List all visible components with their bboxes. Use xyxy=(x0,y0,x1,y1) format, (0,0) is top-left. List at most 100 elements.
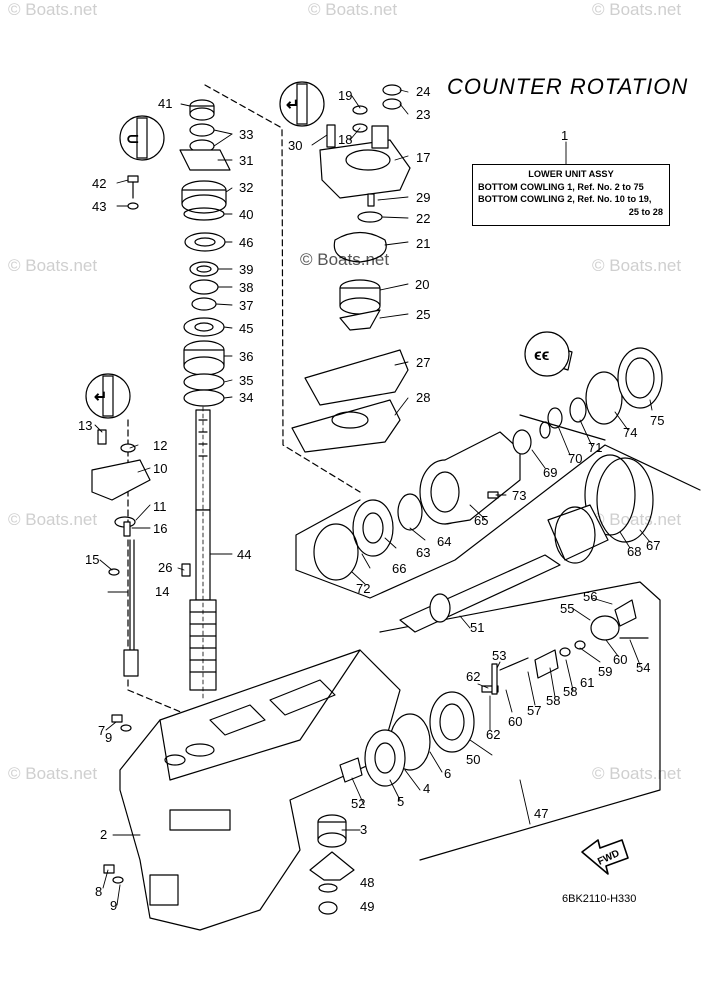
detail-insets xyxy=(85,81,570,419)
watermark: © Boats.net xyxy=(8,0,98,19)
callouts: 1 2 3 4 5 6 7 8 9 9 10 11 12 13 14 15 16… xyxy=(78,84,664,914)
callout-9: 9 xyxy=(110,898,117,913)
callout-51: 51 xyxy=(470,620,484,635)
callout-32: 32 xyxy=(239,180,253,195)
sealant-symbol-inset: ⊂ xyxy=(126,131,139,148)
callout-60: 60 xyxy=(508,714,522,729)
callout-44: 44 xyxy=(237,547,251,562)
callout-41: 41 xyxy=(158,96,172,111)
watermark: © Boats.net xyxy=(8,510,98,529)
callout-29: 29 xyxy=(416,190,430,205)
callout-56: 56 xyxy=(583,589,597,604)
bearing-housing-bracket xyxy=(519,414,606,441)
callout-48: 48 xyxy=(360,875,374,890)
callout-59: 59 xyxy=(598,664,612,679)
drive-shaft xyxy=(189,399,217,701)
watermark: © Boats.net xyxy=(592,0,682,19)
grease-symbol-inset: ↵ xyxy=(94,389,107,406)
forward-gear-bracket xyxy=(295,499,361,571)
callout-14: 14 xyxy=(155,584,169,599)
watermark: © Boats.net xyxy=(8,764,98,783)
callout-75: 75 xyxy=(650,413,664,428)
watermark: © Boats.net xyxy=(8,256,98,275)
callout-49: 49 xyxy=(360,899,374,914)
callout-58: 58 xyxy=(546,693,560,708)
callout-55: 55 xyxy=(560,601,574,616)
callout-11: 11 xyxy=(153,499,167,514)
callout-40: 40 xyxy=(239,207,253,222)
callout-54: 54 xyxy=(636,660,650,675)
callout-53: 53 xyxy=(492,648,506,663)
bolts-left xyxy=(103,714,132,884)
callout-35: 35 xyxy=(239,373,253,388)
assembly-note-line1: BOTTOM COWLING 1, Ref. No. 2 to 75 xyxy=(478,181,644,192)
upper-seal-stack xyxy=(179,99,231,407)
watermark: © Boats.net xyxy=(592,510,682,529)
callout-39: 39 xyxy=(239,262,253,277)
callout-34: 34 xyxy=(239,390,253,405)
callout-27: 27 xyxy=(416,355,430,370)
callout-4: 4 xyxy=(423,781,430,796)
callout-23: 23 xyxy=(416,107,430,122)
callout-7: 7 xyxy=(98,723,105,738)
callout-8: 8 xyxy=(95,884,102,899)
propeller-shaft xyxy=(399,504,609,633)
water-pump-group-line xyxy=(204,84,361,493)
callout-30: 30 xyxy=(288,138,302,153)
forward-gear-group xyxy=(309,691,475,915)
clutch-parts xyxy=(481,599,649,695)
callout-66: 66 xyxy=(392,561,406,576)
callout-58: 58 xyxy=(563,684,577,699)
callout-60: 60 xyxy=(613,652,627,667)
callout-25: 25 xyxy=(416,307,430,322)
callout-52: 52 xyxy=(351,796,365,811)
callout-12: 12 xyxy=(153,438,167,453)
callout-65: 65 xyxy=(474,513,488,528)
inset-symbols: ↵ ⊂ ↵ ϵϵ xyxy=(94,97,550,406)
callout-33: 33 xyxy=(239,127,253,142)
callout-70: 70 xyxy=(568,451,582,466)
callout-6: 6 xyxy=(444,766,451,781)
callout-71: 71 xyxy=(588,440,602,455)
lower-casing xyxy=(119,649,401,931)
fwd-arrow xyxy=(581,839,629,875)
watermark: © Boats.net xyxy=(308,0,398,19)
grease-symbol-inset: ↵ xyxy=(286,97,299,114)
callout-63: 63 xyxy=(416,545,430,560)
callout-5: 5 xyxy=(397,794,404,809)
callout-62: 62 xyxy=(486,727,500,742)
callout-17: 17 xyxy=(416,150,430,165)
callout-9: 9 xyxy=(105,730,112,745)
callout-16: 16 xyxy=(153,521,167,536)
assembly-note-line3: 25 to 28 xyxy=(628,206,663,217)
assembly-note-box: LOWER UNIT ASSY BOTTOM COWLING 1, Ref. N… xyxy=(472,164,670,226)
callout-15: 15 xyxy=(85,552,99,567)
callout-62: 62 xyxy=(466,669,480,684)
propeller-shaft-bracket xyxy=(379,581,661,861)
callout-68: 68 xyxy=(627,544,641,559)
callout-46: 46 xyxy=(239,235,253,250)
callout-24: 24 xyxy=(416,84,430,99)
assembly-note-line2: BOTTOM COWLING 2, Ref. No. 10 to 19, xyxy=(478,194,652,204)
callout-3: 3 xyxy=(360,822,367,837)
diagram-title: COUNTER ROTATION xyxy=(447,74,689,99)
callout-20: 20 xyxy=(415,277,429,292)
callout-31: 31 xyxy=(239,153,253,168)
callout-19: 19 xyxy=(338,88,352,103)
callout-1: 1 xyxy=(561,128,568,143)
shift-rod-bracket-line xyxy=(127,419,201,721)
callout-43: 43 xyxy=(92,199,106,214)
assembly-note-title: LOWER UNIT ASSY xyxy=(528,169,614,179)
callout-50: 50 xyxy=(466,752,480,767)
callout-18: 18 xyxy=(338,132,352,147)
callout-42: 42 xyxy=(92,176,106,191)
callout-72: 72 xyxy=(356,581,370,596)
callout-38: 38 xyxy=(239,280,253,295)
callout-73: 73 xyxy=(512,488,526,503)
callout-69: 69 xyxy=(543,465,557,480)
watermark: © Boats.net xyxy=(592,256,682,275)
callout-45: 45 xyxy=(239,321,253,336)
water-pump xyxy=(291,84,411,453)
